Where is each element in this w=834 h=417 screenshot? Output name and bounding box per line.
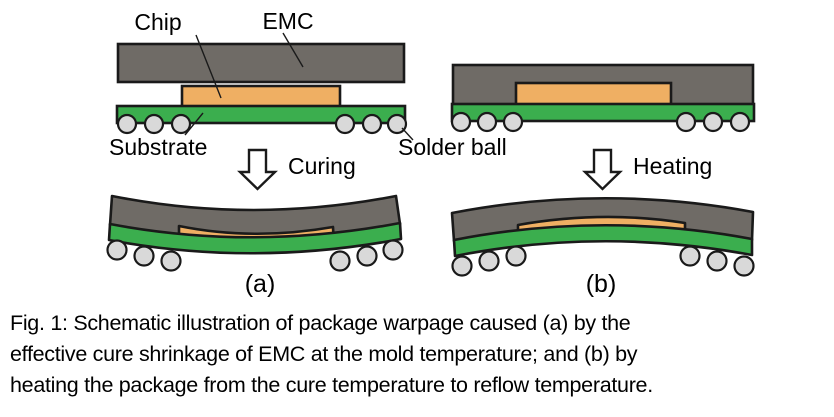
label-emc: EMC	[262, 8, 313, 34]
label-chip: Chip	[134, 9, 181, 35]
solder-ball	[143, 113, 165, 135]
curing-process-group: Curing	[237, 148, 356, 191]
solder-ball	[675, 111, 697, 133]
panel-a-before-curing: Chip EMC Substrate Solder ball	[109, 8, 507, 160]
solder-balls-top-right-group	[450, 111, 751, 133]
panel-label-a: (a)	[245, 270, 276, 298]
emc-layer-top-left	[116, 42, 406, 84]
solder-balls-warped-a-group	[106, 239, 404, 272]
panel-b-warped-package: (b)	[450, 196, 755, 298]
down-arrow-icon-curing	[237, 148, 278, 191]
solder-ball	[361, 113, 383, 135]
solder-ball	[106, 239, 128, 261]
emc-leader-line	[282, 32, 304, 68]
panel-label-b: (b)	[586, 270, 617, 298]
substrate-leader-line	[184, 112, 204, 136]
solder-ball	[733, 255, 755, 277]
solder-ball	[116, 113, 138, 135]
solder-ball	[133, 245, 155, 267]
down-arrow-icon-heating	[582, 148, 623, 191]
solder-ball	[505, 245, 527, 267]
solder-ball	[502, 111, 524, 133]
solder-ball	[729, 111, 751, 133]
substrate-warped-a	[107, 221, 403, 255]
substrate-warped-b	[452, 223, 754, 258]
solder-ball	[451, 255, 473, 277]
solder-ball	[382, 239, 404, 261]
solder-ball	[334, 113, 356, 135]
figure-caption-text: Fig. 1: Schematic illustration of packag…	[10, 311, 653, 397]
solder-ball	[706, 250, 728, 272]
label-heating: Heating	[633, 153, 712, 179]
panel-b-before-heating	[450, 63, 756, 133]
solder-ball	[478, 250, 500, 272]
solder-ball	[170, 113, 192, 135]
chip-top-left	[180, 84, 342, 110]
solder-ball	[356, 245, 378, 267]
schematic-diagram-area: Chip EMC Substrate Solder ball	[106, 8, 756, 298]
chip-leader-line	[195, 34, 222, 99]
solder-ball	[329, 250, 351, 272]
label-substrate: Substrate	[109, 134, 207, 160]
solder-ball	[476, 111, 498, 133]
solder-ball	[702, 111, 724, 133]
label-solder-ball: Solder ball	[398, 134, 507, 160]
solder-ball	[160, 250, 182, 272]
solder-balls-top-left-group	[116, 113, 408, 135]
package-warpage-schematic: Chip EMC Substrate Solder ball	[106, 8, 756, 298]
chip-top-right	[514, 81, 673, 107]
label-curing: Curing	[288, 153, 356, 179]
solder-ball	[450, 111, 472, 133]
panel-a-warped-package: (a)	[106, 194, 404, 298]
solder-ball-leader-line	[401, 127, 414, 141]
heating-process-group: Heating	[582, 148, 712, 191]
solder-balls-warped-b-group	[451, 245, 755, 277]
solder-ball	[386, 113, 408, 135]
figure-caption: Fig. 1: Schematic illustration of packag…	[0, 300, 834, 417]
solder-ball	[679, 245, 701, 267]
